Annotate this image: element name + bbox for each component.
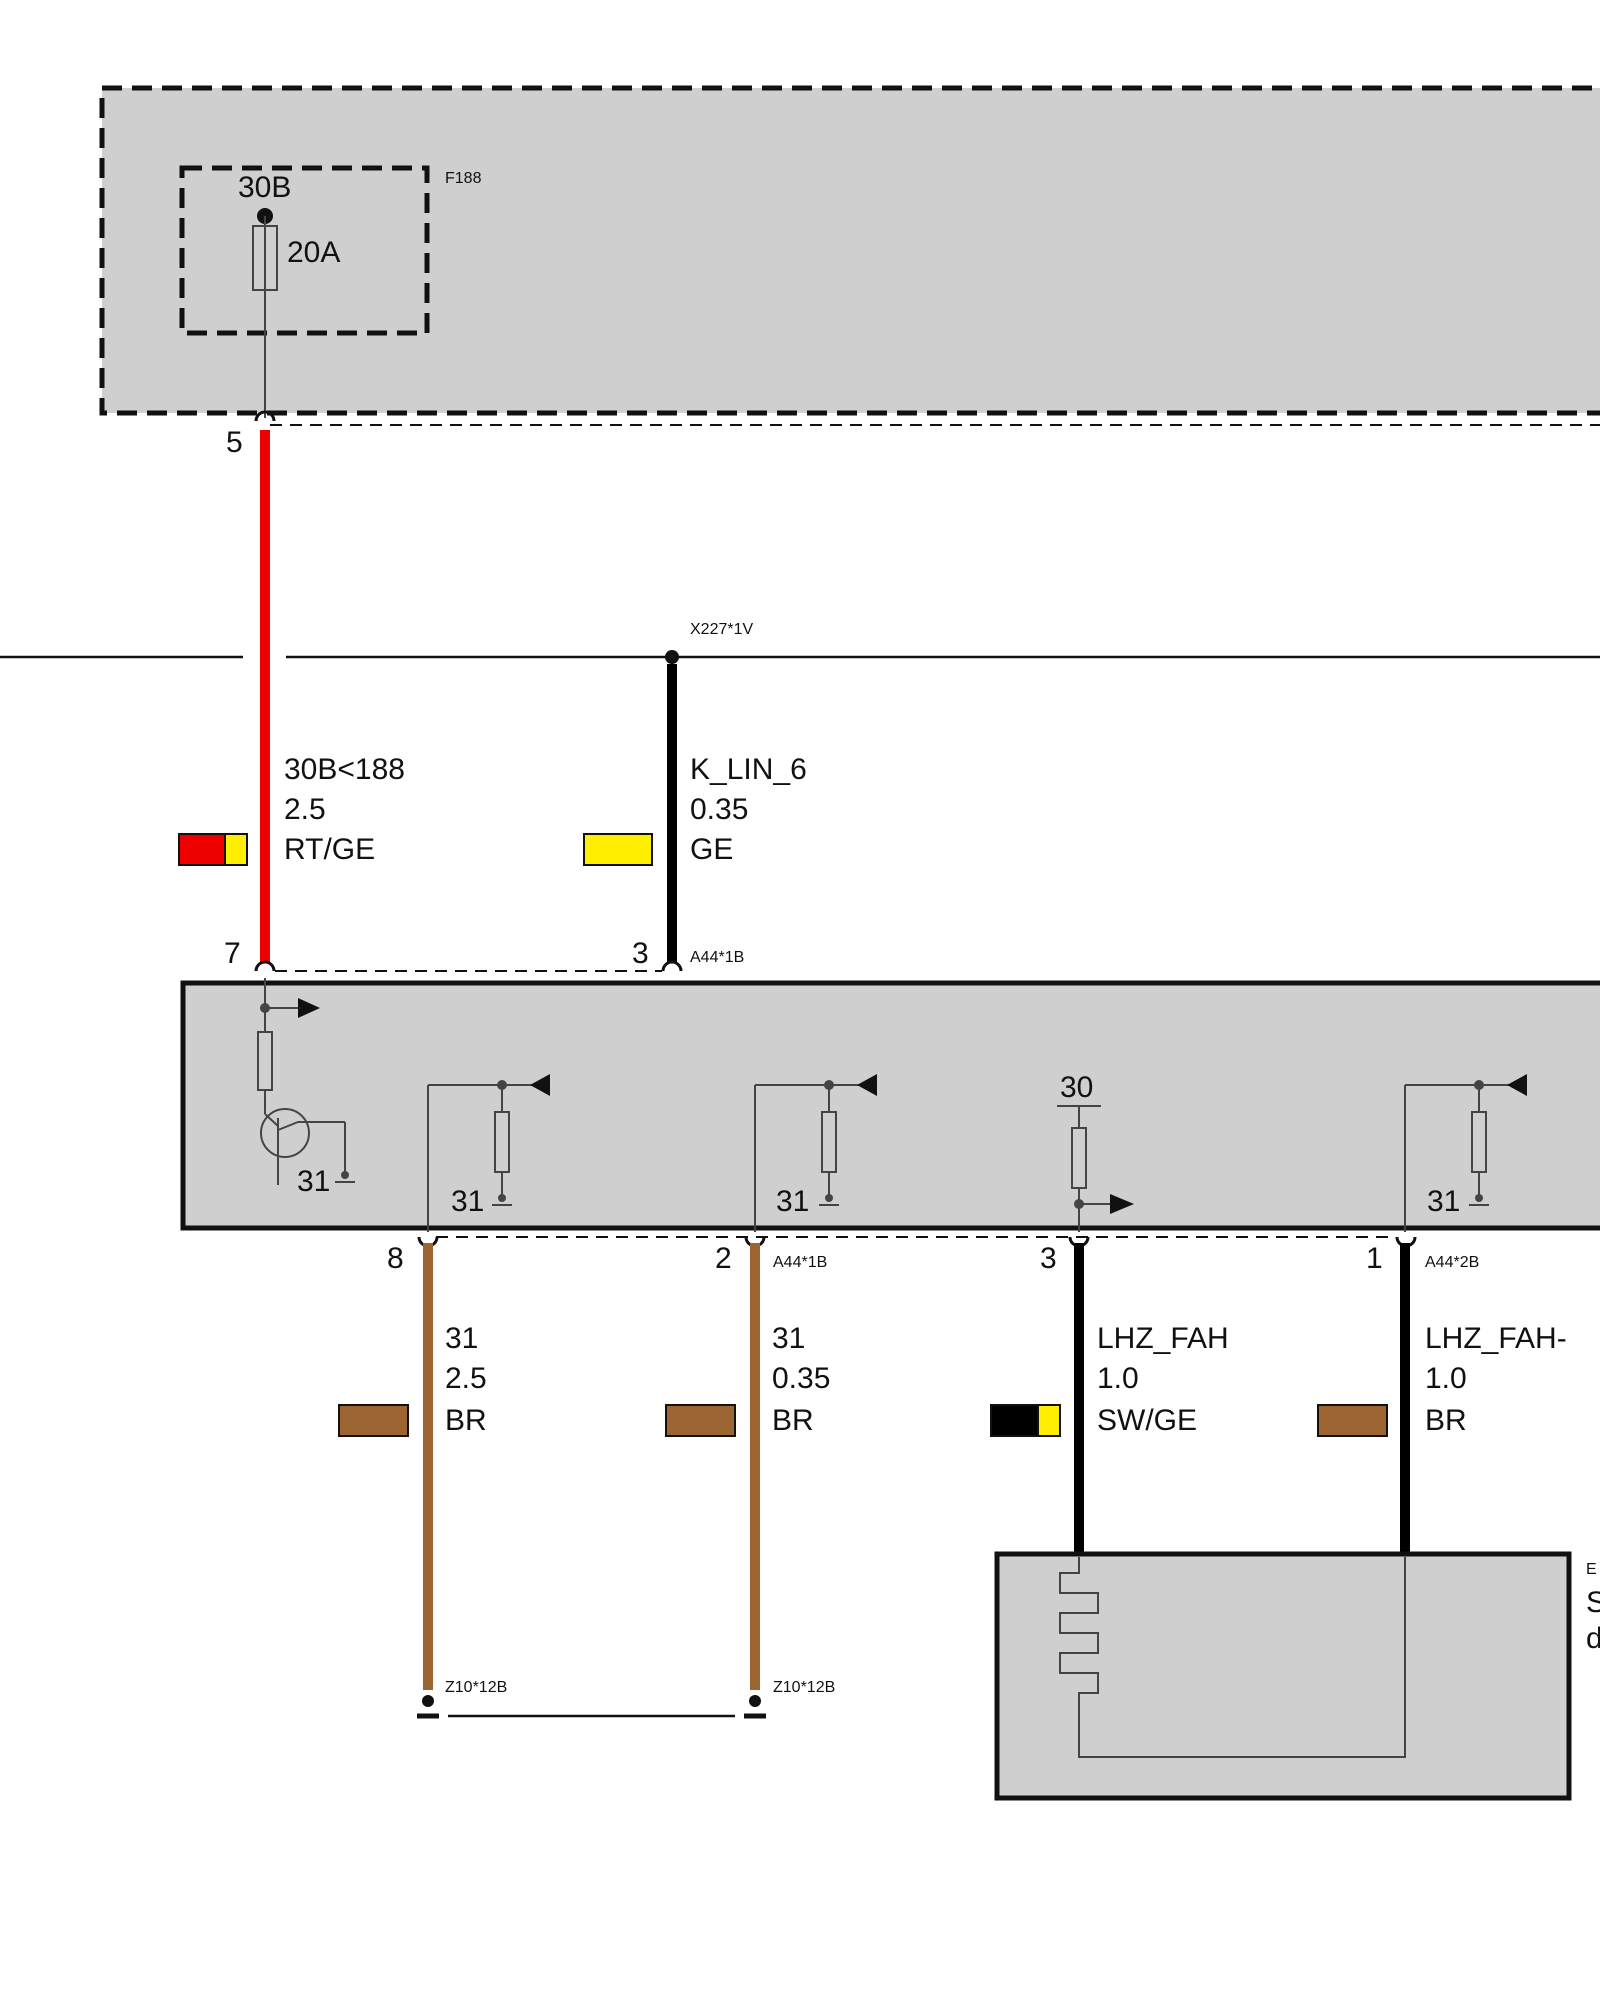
resistor-icon xyxy=(257,1031,273,1091)
wire-lhz-fah-signal: LHZ_FAH xyxy=(1097,1322,1229,1355)
module-body xyxy=(180,980,1600,1231)
ground-point-dot-2 xyxy=(749,1695,761,1707)
wire-30b-color: RT/GE xyxy=(284,833,375,866)
lower-wires xyxy=(423,1243,1410,1690)
wire-k-lin-gauge: 0.35 xyxy=(690,793,748,826)
arrow-left-icon xyxy=(857,1074,877,1096)
wire-lhz-fah-gauge: 1.0 xyxy=(1097,1362,1139,1395)
ground-point-dot-1 xyxy=(422,1695,434,1707)
wire-30b-swatch-2 xyxy=(224,833,248,866)
module-pin-2: 2 xyxy=(715,1242,732,1275)
fuse-enclosure xyxy=(179,165,430,336)
splice: X227*1V xyxy=(0,621,1600,664)
wire-lhz-fah-color: SW/GE xyxy=(1097,1404,1197,1437)
transistor-collector xyxy=(264,1113,279,1127)
wire-ground-2-signal: 31 xyxy=(772,1322,805,1355)
wire-label-ground-1: 31 2.5 BR xyxy=(338,1322,487,1437)
wire-30b-signal: 30B<188 xyxy=(284,753,405,786)
arrow-right-icon xyxy=(298,998,320,1018)
module-pin-1: 1 xyxy=(1366,1242,1383,1275)
arrow-left-icon xyxy=(1507,1074,1527,1096)
wire-k-lin-signal: K_LIN_6 xyxy=(690,753,807,786)
wire-ground-2-swatch xyxy=(665,1404,736,1437)
splice-dot xyxy=(665,650,679,664)
fuse-box: F188 30B 20A 5 xyxy=(99,85,1600,459)
wire-lhz-fah-neg-color: BR xyxy=(1425,1404,1467,1437)
wire-ground-1-gauge: 2.5 xyxy=(445,1362,487,1395)
transistor-emitter xyxy=(277,1121,299,1131)
wire-label-lhz-fah: LHZ_FAH 1.0 SW/GE xyxy=(990,1322,1229,1437)
ground-circuit-1-gnd-node xyxy=(1475,1194,1483,1202)
fuse-rating: 20A xyxy=(287,236,340,269)
wire-ground-2-color: BR xyxy=(772,1404,814,1437)
ground-point: Z10*12B Z10*12B xyxy=(417,1679,835,1719)
module-supply-circuit: 31 xyxy=(257,978,355,1198)
module-pin-3-bottom: 3 xyxy=(1040,1242,1057,1275)
fuse-box-body xyxy=(99,85,1600,416)
ground-label-1: 31 xyxy=(297,1165,330,1198)
wire-lhz-fah-neg-gauge: 1.0 xyxy=(1425,1362,1467,1395)
module-ground-circuit-1: 31 xyxy=(1404,1074,1527,1232)
module-top-connector-ref: A44*1B xyxy=(690,949,744,966)
transistor-ground-node xyxy=(341,1171,349,1179)
module-top-pin-arc-7 xyxy=(254,960,276,972)
wire-30b-gauge: 2.5 xyxy=(284,793,326,826)
wire-label-30b: 30B<188 2.5 RT/GE xyxy=(178,753,405,866)
heater-ref: E xyxy=(1586,1561,1597,1578)
wire-ground-2-gauge: 0.35 xyxy=(772,1362,830,1395)
wire-lhz-fah-neg-swatch xyxy=(1317,1404,1388,1437)
heater-desc-2: d xyxy=(1586,1622,1600,1655)
supply-label-30: 30 xyxy=(1060,1071,1093,1104)
module-bottom-connector-ref-2: A44*2B xyxy=(1425,1254,1479,1271)
ground-label-3: 31 xyxy=(776,1185,809,1218)
module-bottom-connector-ref-1: A44*1B xyxy=(773,1254,827,1271)
splice-ref: X227*1V xyxy=(690,621,753,638)
fuse-terminal-label: 30B xyxy=(238,171,291,204)
heater-body xyxy=(994,1551,1572,1801)
fuse-box-pin-arc xyxy=(254,410,276,422)
arrow-left-icon xyxy=(530,1074,550,1096)
ground-point-ref-2: Z10*12B xyxy=(773,1679,835,1696)
module-ground-circuit-2: 31 xyxy=(754,1074,877,1232)
wire-ground-1-swatch xyxy=(338,1404,409,1437)
module-pin-8: 8 xyxy=(387,1242,404,1275)
wire-k-lin-color: GE xyxy=(690,833,733,866)
ground-label-2: 31 xyxy=(451,1185,484,1218)
module-heater-supply-circuit: 30 xyxy=(1057,1071,1134,1232)
wire-ground-1-signal: 31 xyxy=(445,1322,478,1355)
resistor-icon xyxy=(1071,1127,1087,1189)
wire-30b-swatch-1 xyxy=(178,833,226,866)
wire-k-lin-swatch xyxy=(583,833,653,866)
wire-lhz-fah-swatch-2 xyxy=(1037,1404,1061,1437)
wire-lhz-fah-swatch-1 xyxy=(990,1404,1039,1437)
module-ground-circuit-8: 31 xyxy=(427,1074,550,1232)
heating-coil-icon xyxy=(1059,1557,1406,1758)
resistor-icon xyxy=(494,1111,510,1173)
arrow-right-icon xyxy=(1110,1194,1134,1214)
heater-element: E S d xyxy=(994,1551,1600,1801)
wire-ground-1-color: BR xyxy=(445,1404,487,1437)
ground-circuit-2-gnd-node xyxy=(825,1194,833,1202)
wire-label-ground-2: 31 0.35 BR xyxy=(665,1322,830,1437)
ground-circuit-8-gnd-node xyxy=(498,1194,506,1202)
upper-wires xyxy=(260,430,677,962)
module-pin-3-top: 3 xyxy=(632,937,649,970)
fuse-box-pin: 5 xyxy=(226,426,243,459)
resistor-icon xyxy=(1471,1111,1487,1173)
wire-lhz-fah-neg-signal: LHZ_FAH- xyxy=(1425,1322,1567,1355)
resistor-icon xyxy=(821,1111,837,1173)
wire-label-k-lin: K_LIN_6 0.35 GE xyxy=(583,753,807,866)
heater-desc-1: S xyxy=(1586,1586,1600,1619)
control-module: 7 3 A44*1B 31 xyxy=(180,937,1600,1275)
ground-point-ref-1: Z10*12B xyxy=(445,1679,507,1696)
module-top-pin-arc-3 xyxy=(661,960,683,972)
fuse-box-ref: F188 xyxy=(445,170,482,187)
wire-label-lhz-fah-neg: LHZ_FAH- 1.0 BR xyxy=(1317,1322,1567,1437)
ground-label-4: 31 xyxy=(1427,1185,1460,1218)
module-pin-7: 7 xyxy=(224,937,241,970)
